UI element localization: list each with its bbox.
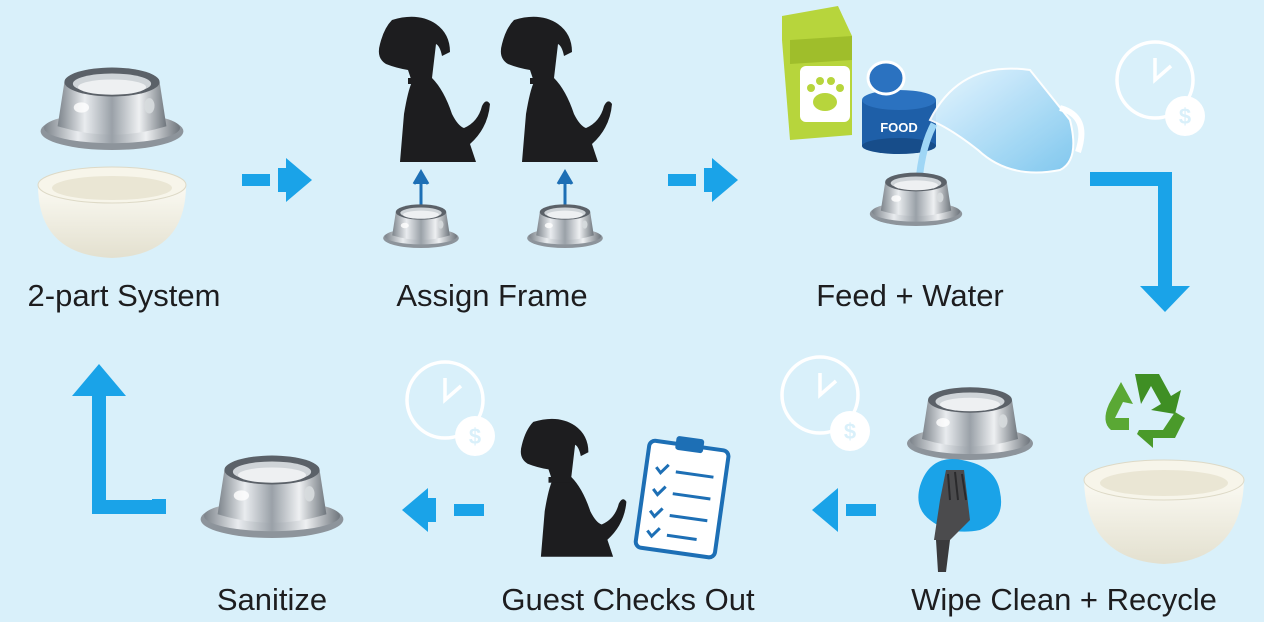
food-can-label: FOOD — [880, 120, 918, 135]
recycle-icon — [1105, 374, 1185, 448]
arrow-elbow-down — [1090, 172, 1190, 312]
food-can-icon: FOOD — [862, 60, 936, 154]
dog-icon — [500, 16, 612, 162]
clock-cost-icon: $ — [1115, 40, 1207, 138]
flow-arrows — [72, 158, 1190, 532]
bowl-icon — [869, 172, 963, 226]
liner-icon — [37, 166, 187, 258]
two-part-system-illustration — [37, 67, 187, 258]
step-label-two-part-system: 2-part System — [27, 278, 221, 313]
svg-text:$: $ — [844, 419, 856, 444]
step-label-feed-water: Feed + Water — [816, 278, 1004, 313]
food-bag-icon — [782, 6, 852, 140]
arrow-right — [242, 158, 312, 202]
step-label-assign-frame: Assign Frame — [396, 278, 588, 313]
step-label-guest-checks-out: Guest Checks Out — [501, 582, 755, 617]
clock-cost-icon: $ — [405, 360, 497, 458]
feed-water-illustration: FOOD $ — [782, 6, 1207, 226]
svg-text:$: $ — [1179, 104, 1191, 129]
cleaning-glove-icon — [918, 459, 1002, 572]
clock-cost-icon: $ — [780, 355, 872, 453]
bowl-icon — [200, 455, 344, 538]
bowl-icon — [40, 67, 184, 150]
step-label-wipe-clean-recycle: Wipe Clean + Recycle — [911, 582, 1217, 617]
arrow-left — [402, 488, 484, 532]
arrow-right — [668, 158, 738, 202]
arrow-left — [812, 488, 876, 532]
sanitize-illustration — [200, 455, 344, 538]
dog-icon — [520, 418, 627, 557]
step-label-sanitize: Sanitize — [216, 582, 328, 617]
clipboard-icon — [633, 436, 731, 560]
water-pitcher-icon — [914, 67, 1085, 196]
bowl-icon — [527, 204, 603, 248]
liner-icon — [1083, 459, 1245, 564]
dog-icon — [378, 16, 490, 162]
guest-checks-out-illustration: $ — [405, 360, 731, 560]
arrow-elbow-up — [72, 364, 166, 514]
bowl-icon — [383, 204, 459, 248]
wipe-clean-recycle-illustration: $ — [780, 355, 1245, 572]
bowl-icon — [907, 387, 1033, 460]
assign-frame-illustration — [378, 16, 612, 248]
svg-text:$: $ — [469, 424, 481, 449]
